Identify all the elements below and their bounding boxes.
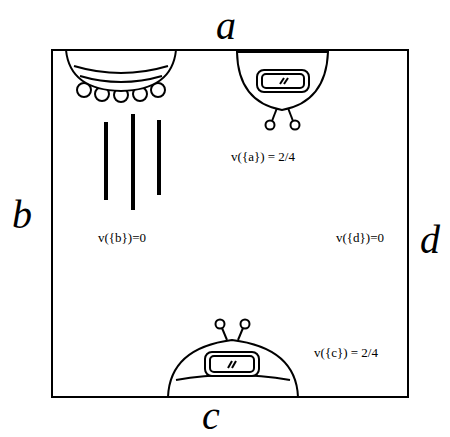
label-holder: b — [12, 195, 32, 235]
robot-bottom — [168, 320, 298, 398]
label-holder: v({a}) = 2/4 — [229, 147, 297, 165]
label-holder: d — [420, 220, 440, 260]
bars — [106, 114, 159, 210]
label-holder: c — [202, 396, 220, 436]
label-holder: v({b})=0 — [96, 228, 148, 246]
value-label: v({a}) = 2/4 — [229, 150, 297, 164]
side-label: c — [202, 396, 220, 436]
side-label: b — [12, 195, 32, 235]
robot-top — [237, 52, 328, 130]
label-holder: v({d})=0 — [334, 228, 386, 246]
value-label: v({c}) = 2/4 — [312, 346, 380, 360]
label-holder: a — [216, 6, 236, 46]
side-label: a — [216, 6, 236, 46]
side-label: d — [420, 220, 440, 260]
value-label: v({b})=0 — [96, 231, 148, 245]
value-label: v({d})=0 — [334, 231, 386, 245]
square-border — [52, 50, 408, 397]
label-holder: v({c}) = 2/4 — [312, 343, 380, 361]
ufo — [66, 50, 176, 102]
